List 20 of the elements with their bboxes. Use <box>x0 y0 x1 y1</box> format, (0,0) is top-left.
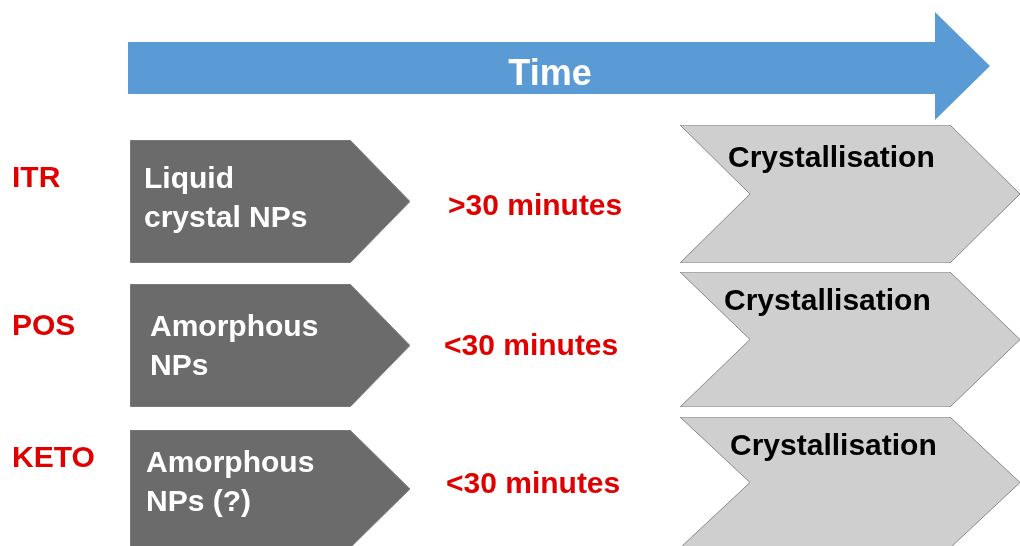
duration-label: <30 minutes <box>446 466 621 500</box>
end-stage-panel <box>680 272 1020 407</box>
row-label: KETO <box>12 440 95 474</box>
stage-pentagon <box>130 284 410 407</box>
stage-label: Amorphous NPs <box>150 308 320 383</box>
stage-label: Liquid crystal NPs <box>144 160 309 235</box>
duration-label: <30 minutes <box>444 328 619 362</box>
stage-label: Crystallisation <box>724 282 932 318</box>
axis-label: Time <box>507 51 593 95</box>
stage-pentagon <box>130 140 410 263</box>
time-arrow <box>128 12 990 120</box>
stage-pentagon <box>130 430 410 546</box>
stage-label: Crystallisation <box>730 427 938 463</box>
duration-label: >30 minutes <box>448 188 623 222</box>
end-stage-panel <box>680 417 1020 546</box>
stage-label: Crystallisation <box>728 139 936 175</box>
end-stage-panel <box>680 125 1020 263</box>
row-label: ITR <box>12 160 61 194</box>
row-label: POS <box>12 308 76 342</box>
stage-label: Amorphous NPs (?) <box>146 444 316 519</box>
